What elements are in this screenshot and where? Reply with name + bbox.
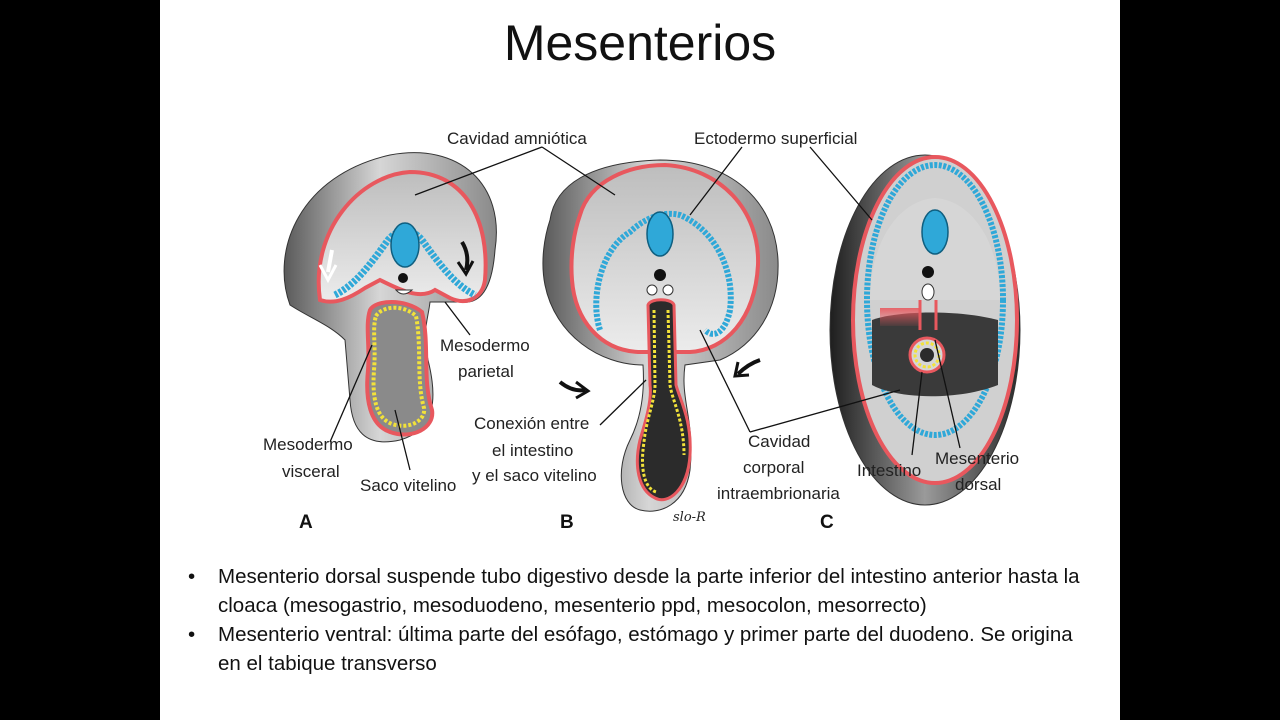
panel-c-neural-tube [922,210,948,254]
panel-a-yolk-sac [367,302,432,435]
bullet-list: Mesenterio dorsal suspende tubo digestiv… [188,563,1088,679]
label-cavidad-corporal-2: corporal [743,458,804,477]
label-cavidad-amniotica: Cavidad amniótica [447,129,587,148]
label-mesodermo-visceral-1: Mesodermo [263,435,353,454]
slide: Mesenterios [160,0,1120,720]
bullet-item: Mesenterio ventral: última parte del esó… [188,621,1088,678]
label-cavidad-corporal-3: intraembrionaria [717,484,840,503]
panel-label-c: C [820,512,834,533]
label-mesodermo-parietal-2: parietal [458,362,514,381]
label-cavidad-corporal-1: Cavidad [748,432,810,451]
label-mesodermo-parietal-1: Mesodermo [440,336,530,355]
label-intestino: Intestino [857,461,921,480]
label-saco-vitelino: Saco vitelino [360,476,456,495]
bullet-item: Mesenterio dorsal suspende tubo digestiv… [188,563,1088,620]
panel-label-b: B [560,512,574,533]
panel-a-neural-groove [391,223,419,267]
label-conexion-1: Conexión entre [474,414,589,433]
panel-a-drawing [284,153,496,442]
label-conexion-2: el intestino [492,441,573,460]
label-mesodermo-visceral-2: visceral [282,462,340,481]
artist-signature: slo-R [673,510,706,525]
panel-b-neural-tube [647,212,673,256]
label-mesenterio-dorsal-2: dorsal [955,475,1001,494]
label-conexion-3: y el saco vitelino [472,466,597,485]
panel-label-a: A [299,512,313,533]
label-mesenterio-dorsal-1: Mesenterio [935,449,1019,468]
label-ectodermo-superficial: Ectodermo superficial [694,129,857,148]
